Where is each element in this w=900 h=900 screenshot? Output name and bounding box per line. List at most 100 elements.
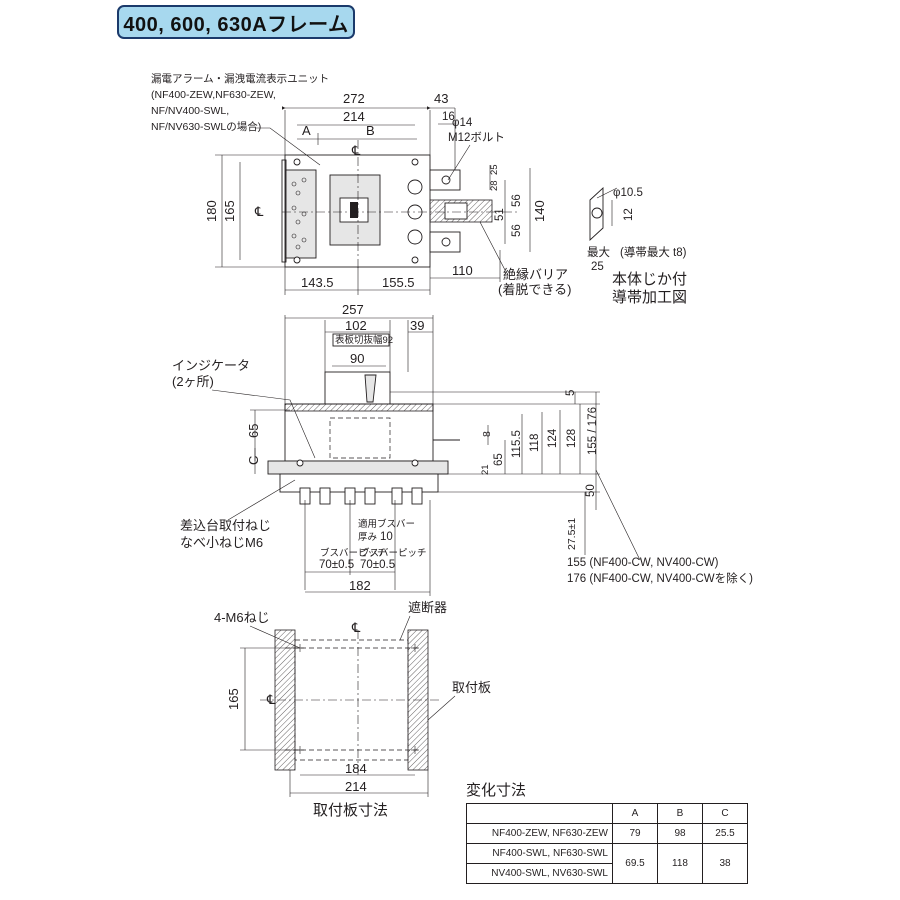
dim-28: 28 <box>489 180 500 191</box>
plate-screws-label: 4-M6ねじ <box>214 610 270 625</box>
unit-label-3: NF/NV400-SWL, <box>151 105 229 117</box>
phi14-label: φ14 <box>452 117 473 129</box>
table-header: A <box>612 803 658 824</box>
dim-39: 39 <box>410 318 424 333</box>
table-cell-model: NF400-SWL, NF630-SWL <box>466 843 613 864</box>
dim-70a: 70±0.5 <box>319 559 354 571</box>
dim-257: 257 <box>342 302 364 317</box>
table-row: NF400-SWL, NF630-SWL 69.5 118 38 <box>466 843 748 884</box>
table-header: B <box>657 803 703 824</box>
dim-143-5: 143.5 <box>301 275 334 290</box>
dim-155-5: 155.5 <box>382 275 415 290</box>
dim-16: 16 <box>442 111 455 123</box>
dim-90: 90 <box>350 351 364 366</box>
bus-bars <box>429 169 493 253</box>
leakage-unit <box>285 169 317 259</box>
detail-12: 12 <box>623 208 635 221</box>
centerline-mark: ℄ <box>351 143 361 158</box>
dim-A: A <box>302 123 311 138</box>
unit-label-4: NF/NV630-SWLの場合) <box>151 120 261 133</box>
plate-dim-165: 165 <box>226 688 241 710</box>
top-view: 272 43 214 16 A B ℄ φ14 M12ボルト 25 28 56 … <box>151 72 571 297</box>
table-cell-b: 98 <box>657 823 703 844</box>
dim-165: 165 <box>222 200 237 222</box>
dim-118: 118 <box>529 434 541 452</box>
pitch-label-b: ブスバーピッチ <box>360 547 427 559</box>
dim-25: 25 <box>489 164 500 175</box>
table-header-row: A B C <box>466 803 748 824</box>
indicator-label-2: (2ヶ所) <box>172 374 214 389</box>
barrier-label-2: (着脱できる) <box>498 282 571 297</box>
dim-43: 43 <box>434 91 448 106</box>
table-cell-a: 79 <box>612 823 658 844</box>
plate-centerline-mark: ℄ <box>351 620 361 635</box>
dim-70b: 70±0.5 <box>360 559 395 571</box>
dim-102: 102 <box>345 318 367 333</box>
dimension-table: A B C NF400-ZEW, NF630-ZEW 79 98 25.5 NF… <box>466 803 748 884</box>
detail-note: (導帯最大 t8) <box>620 245 687 259</box>
dim-51: 51 <box>494 208 506 221</box>
detail-caption-2: 導帯加工図 <box>612 289 687 306</box>
dim-C: C <box>246 456 261 465</box>
handle-module <box>329 174 381 246</box>
table-row: NF400-ZEW, NF630-ZEW 79 98 25.5 <box>466 823 748 844</box>
plate-caption: 取付板寸法 <box>313 801 388 819</box>
handle-protrusion <box>324 371 391 405</box>
dim-21: 21 <box>480 464 491 475</box>
table-cell-model: NV400-SWL, NV630-SWL <box>466 863 613 884</box>
table-cell-c: 25.5 <box>702 823 748 844</box>
dim-128: 128 <box>566 429 578 448</box>
table-cell-a: 69.5 <box>612 843 658 884</box>
plate-dim-184: 184 <box>345 761 367 776</box>
dim-50: 50 <box>585 484 597 497</box>
unit-label-2: (NF400-ZEW,NF630-ZEW, <box>151 89 276 101</box>
plate-view: ℄ ℄ 165 184 214 4-M6ねじ 遮断器 取付板 取付板寸法 <box>214 600 491 819</box>
table-header: C <box>702 803 748 824</box>
dim-65b: 65 <box>493 453 505 466</box>
detail-max-val: 25 <box>591 261 604 273</box>
pitch-label-a: ブスバーピッチ <box>320 547 387 559</box>
note-line-1: 155 (NF400-CW, NV400-CW) <box>567 557 719 569</box>
table-header <box>466 803 613 824</box>
dim-115-5: 115.5 <box>511 430 523 458</box>
dim-5: 5 <box>565 390 577 396</box>
dim-56a: 56 <box>511 194 523 207</box>
detail-phi: φ10.5 <box>613 187 643 199</box>
screw-label-2: なべ小ねじM6 <box>180 535 263 550</box>
dim-8: 8 <box>481 431 493 437</box>
dim-182: 182 <box>349 578 371 593</box>
dim-56b: 56 <box>511 224 523 237</box>
dim-180: 180 <box>204 200 219 222</box>
unit-label-1: 漏電アラーム・漏洩電流表示ユニット <box>151 72 329 85</box>
breaker-label: 遮断器 <box>408 600 447 615</box>
centerline-mark-left: ℄ <box>254 204 264 219</box>
dim-27-5: 27.5±1 <box>566 518 578 550</box>
dim-155-176: 155 / 176 <box>587 407 599 455</box>
table-cell-b: 118 <box>657 843 703 884</box>
detail-caption-1: 本体じか付 <box>612 271 687 288</box>
frame-title-badge: 400, 600, 630Aフレーム <box>117 5 355 39</box>
indicator-label-1: インジケータ <box>172 358 250 373</box>
screw-label-1: 差込台取付ねじ <box>180 518 271 533</box>
dim-124: 124 <box>547 428 559 448</box>
cutout-label: 表板切抜幅92 <box>335 334 393 346</box>
dim-140: 140 <box>532 200 547 222</box>
busbar-thick-2: 厚み <box>358 532 377 543</box>
note-line-2: 176 (NF400-CW, NV400-CWを除く) <box>567 571 753 585</box>
table-title: 変化寸法 <box>466 782 527 799</box>
busbar-thick-1: 適用ブスバー <box>358 518 415 530</box>
dim-110: 110 <box>452 263 473 278</box>
bus-detail: φ10.5 12 最大 25 (導帯最大 t8) 本体じか付 導帯加工図 <box>587 186 687 306</box>
table-cell-c: 38 <box>702 843 748 884</box>
mounting-base <box>267 460 449 475</box>
barrier-label-1: 絶縁バリア <box>503 267 568 282</box>
table-cell-model: NF400-ZEW, NF630-ZEW <box>466 823 613 844</box>
side-view: 257 102 39 表板切抜幅92 90 5 155 / 176 128 12… <box>172 302 753 596</box>
dim-B: B <box>366 123 375 138</box>
dim-214: 214 <box>343 109 365 124</box>
table-row: NV400-SWL, NV630-SWL <box>466 863 748 884</box>
dim-65a: 65 <box>246 424 261 438</box>
plate-label: 取付板 <box>452 680 491 695</box>
side-body <box>284 403 434 462</box>
